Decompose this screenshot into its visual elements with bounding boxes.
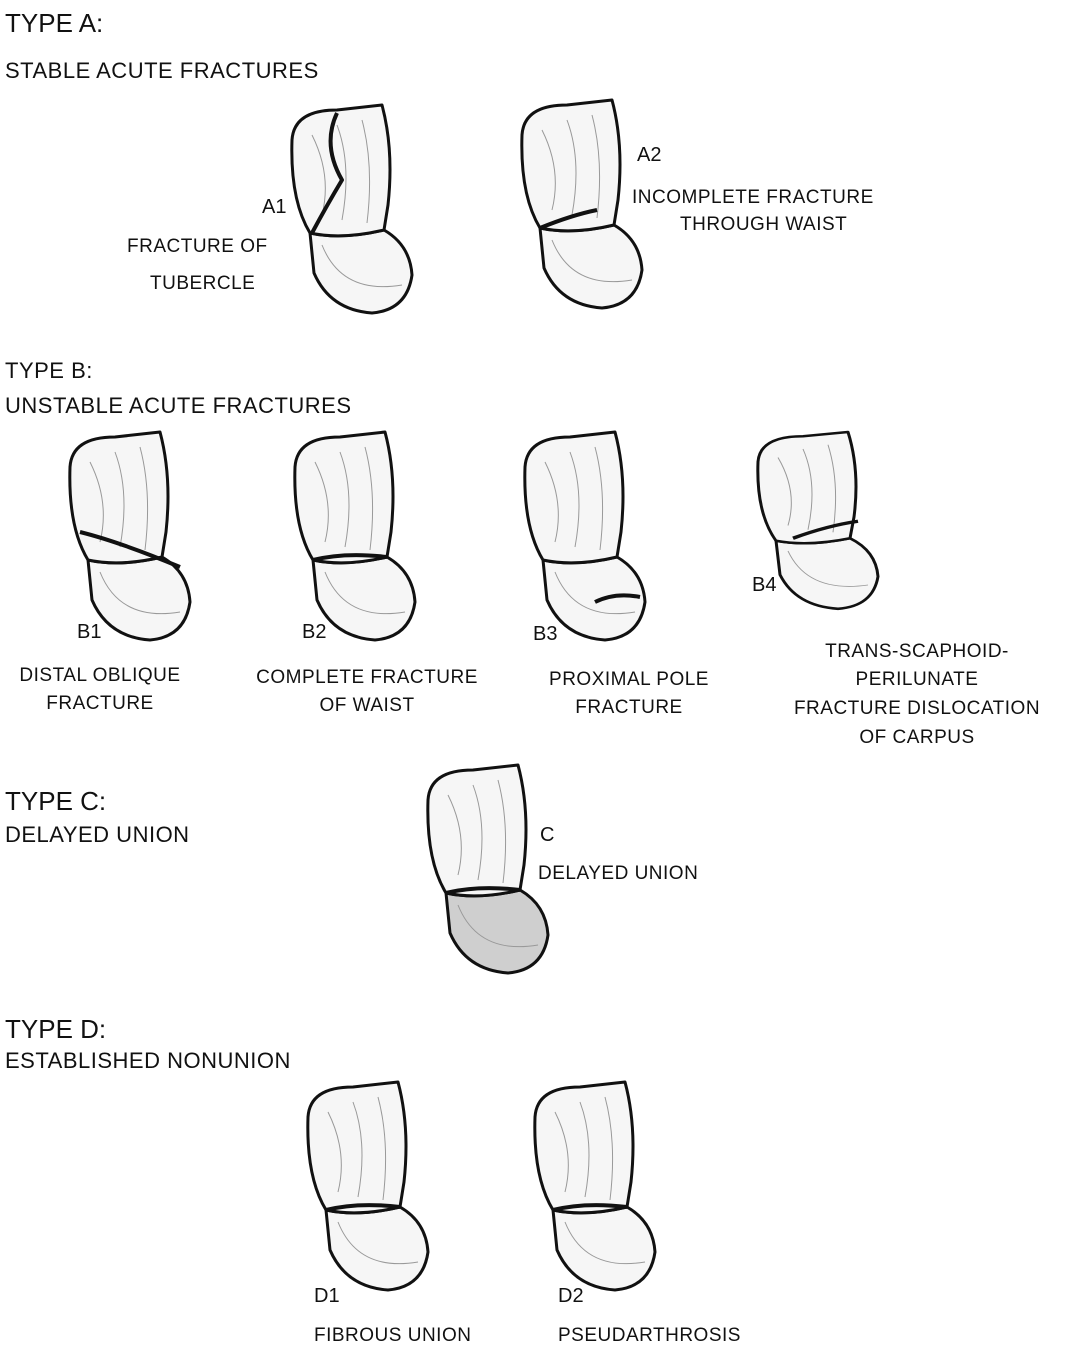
bone-b1-illustration — [68, 430, 192, 642]
b2-code: B2 — [302, 621, 327, 643]
type-b-title: TYPE B: — [5, 358, 93, 383]
b1-code: B1 — [77, 621, 102, 643]
type-d-subtitle: ESTABLISHED NONUNION — [5, 1048, 291, 1073]
type-a-subtitle: STABLE ACUTE FRACTURES — [5, 58, 319, 83]
b4-code: B4 — [752, 574, 777, 596]
d1-desc: FIBROUS UNION — [314, 1325, 472, 1346]
b2-desc-line1: COMPLETE FRACTURE — [256, 667, 478, 688]
b1-desc-line1: DISTAL OBLIQUE — [19, 665, 181, 686]
b4-desc-line1: TRANS-SCAPHOID- — [825, 641, 1009, 662]
bone-b3-illustration — [523, 430, 647, 642]
d1-code: D1 — [314, 1285, 340, 1307]
a1-desc-line1: FRACTURE OF — [127, 236, 268, 257]
b1-desc-line2: FRACTURE — [46, 693, 154, 714]
type-b-subtitle: UNSTABLE ACUTE FRACTURES — [5, 393, 352, 418]
bone-c-illustration — [426, 763, 550, 975]
b4-desc-line4: OF CARPUS — [859, 727, 975, 748]
b3-desc-line2: FRACTURE — [575, 697, 683, 718]
bone-d2-illustration — [533, 1080, 657, 1292]
bone-b2-illustration — [293, 430, 417, 642]
bone-d1-illustration — [306, 1080, 430, 1292]
c-desc: DELAYED UNION — [538, 863, 699, 884]
a1-code: A1 — [262, 196, 287, 218]
type-d-title: TYPE D: — [5, 1014, 107, 1044]
type-c-title: TYPE C: — [5, 786, 107, 816]
type-c-subtitle: DELAYED UNION — [5, 822, 190, 847]
d2-code: D2 — [558, 1285, 584, 1307]
bone-b4-illustration — [756, 430, 880, 611]
b3-desc-line1: PROXIMAL POLE — [549, 669, 709, 690]
bone-a2-illustration — [520, 98, 644, 310]
a2-code: A2 — [637, 144, 662, 166]
b2-desc-line2: OF WAIST — [319, 695, 415, 716]
bone-a1-illustration — [290, 103, 414, 315]
b3-code: B3 — [533, 623, 558, 645]
d2-desc: PSEUDARTHROSIS — [558, 1325, 741, 1346]
b4-desc-line3: FRACTURE DISLOCATION — [793, 698, 1041, 719]
a1-desc-line2: TUBERCLE — [150, 273, 256, 294]
a2-desc-line1: INCOMPLETE FRACTURE — [632, 187, 874, 208]
c-code: C — [540, 824, 555, 846]
a2-desc-line2: THROUGH WAIST — [680, 214, 848, 235]
b4-desc-line2: PERILUNATE — [855, 669, 979, 690]
type-a-title: TYPE A: — [5, 8, 104, 38]
